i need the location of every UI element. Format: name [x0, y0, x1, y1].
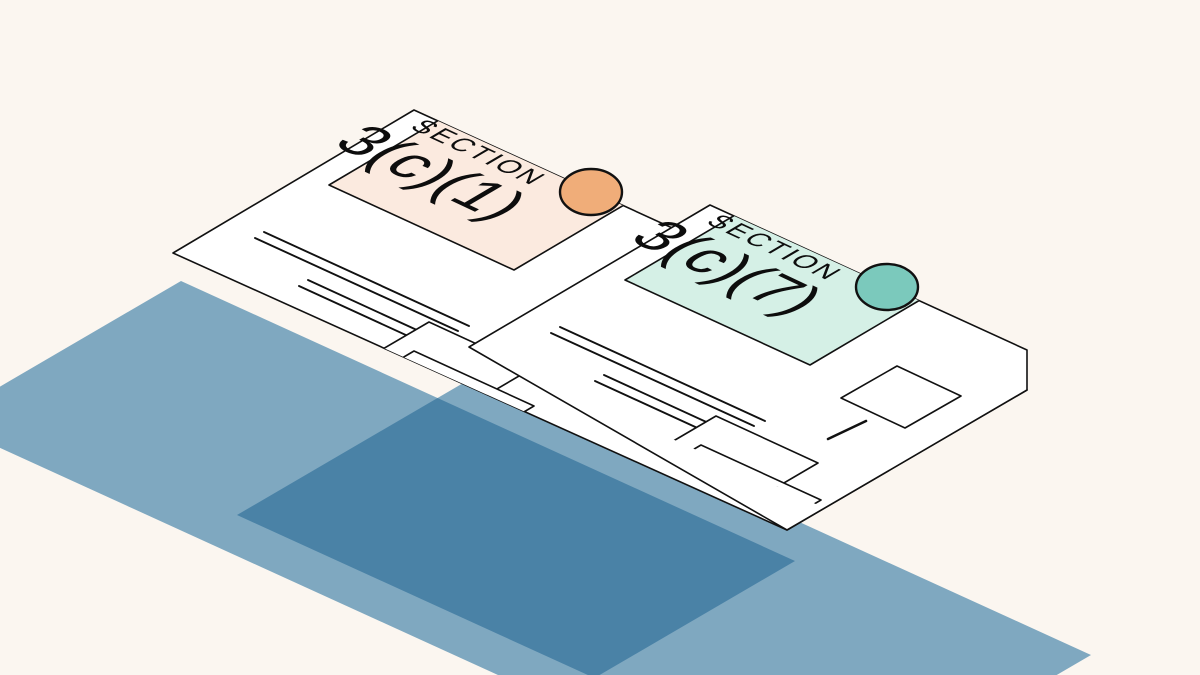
doc-3c7-dash — [826, 419, 868, 441]
shadow-layer — [0, 281, 1091, 675]
doc-3c7-body-lines — [550, 326, 766, 443]
doc-3c7-box-right — [840, 365, 962, 429]
teal-circle-badge[interactable] — [854, 262, 920, 312]
orange-circle-badge[interactable] — [558, 167, 624, 217]
